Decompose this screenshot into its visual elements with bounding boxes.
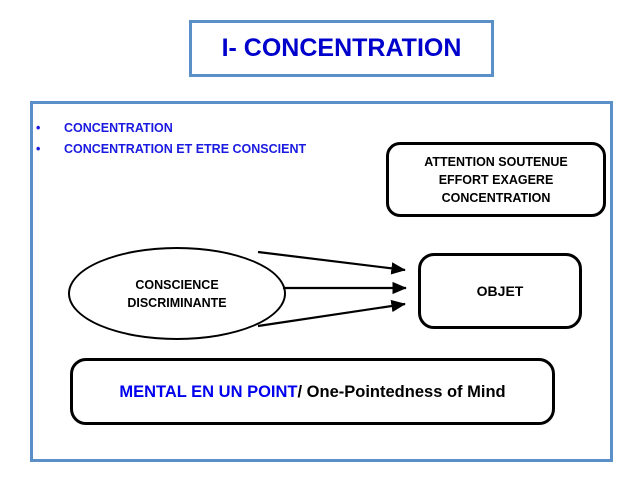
attention-line-2: EFFORT EXAGERE (438, 172, 554, 187)
attention-box: ATTENTION SOUTENUE EFFORT EXAGERE CONCEN… (386, 142, 606, 217)
objet-label: OBJET (476, 283, 524, 299)
attention-box-text: ATTENTION SOUTENUE EFFORT EXAGERE CONCEN… (424, 153, 568, 207)
page-title: I- CONCENTRATION (221, 34, 462, 62)
list-item: • CONCENTRATION (36, 118, 386, 139)
conscience-line-1: CONSCIENCE (135, 277, 219, 292)
bullet-label: CONCENTRATION ET ETRE CONSCIENT (64, 142, 307, 156)
slide-title-box: I- CONCENTRATION (189, 20, 494, 77)
mental-box-text: MENTAL EN UN POINT/ One-Pointedness of M… (119, 380, 505, 404)
attention-line-3: CONCENTRATION (441, 190, 551, 205)
conscience-line-2: DISCRIMINANTE (127, 295, 227, 310)
conscience-discriminante-ellipse: CONSCIENCE DISCRIMINANTE (68, 247, 286, 340)
bullet-list: • CONCENTRATION • CONCENTRATION ET ETRE … (36, 118, 386, 160)
attention-line-1: ATTENTION SOUTENUE (424, 154, 568, 169)
bullet-marker-icon: • (36, 142, 41, 156)
list-item: • CONCENTRATION ET ETRE CONSCIENT (36, 139, 386, 160)
objet-box: OBJET (418, 253, 582, 329)
mental-en-un-point-box: MENTAL EN UN POINT/ One-Pointedness of M… (70, 358, 555, 425)
mental-blue-text: MENTAL EN UN POINT (119, 382, 298, 401)
mental-black-text: / One-Pointedness of Mind (297, 382, 506, 401)
bullet-label: CONCENTRATION (64, 121, 173, 135)
conscience-ellipse-text: CONSCIENCE DISCRIMINANTE (127, 276, 226, 312)
bullet-marker-icon: • (36, 121, 41, 135)
